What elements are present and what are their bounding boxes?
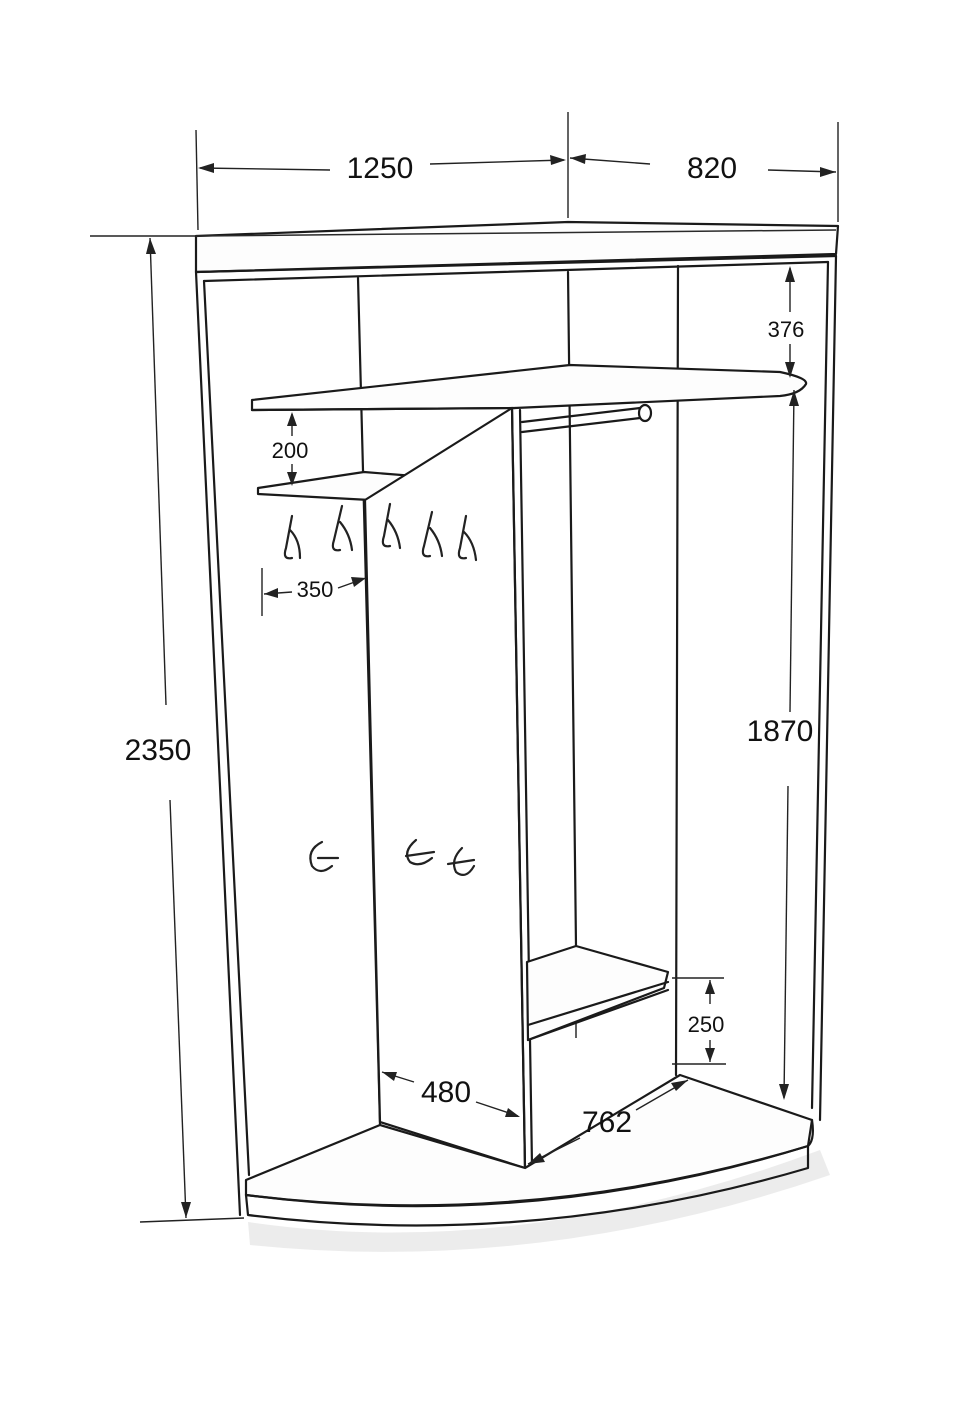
- dimension-1870: 1870: [747, 389, 814, 1100]
- base-panel: [244, 1073, 814, 1227]
- hook-icon: [421, 510, 444, 558]
- left-side-panel: [194, 270, 251, 1217]
- dimension-250: 250: [672, 977, 726, 1065]
- dimension-820: 820: [569, 152, 837, 185]
- dimension-350: 350: [261, 568, 367, 616]
- dim-label-2350: 2350: [125, 734, 192, 767]
- extension-lines: [90, 112, 839, 1223]
- top-panel: [194, 220, 840, 283]
- bottom-inner-shelf: [525, 944, 670, 1042]
- hook-icon: [446, 846, 476, 876]
- hook-icon: [309, 840, 340, 873]
- hook-icon: [404, 838, 436, 866]
- dimension-480: 480: [381, 1071, 520, 1117]
- dim-label-350: 350: [297, 577, 334, 602]
- hook-icon: [457, 514, 478, 562]
- hook-icon: [381, 502, 402, 550]
- dimension-2350: 2350: [125, 237, 192, 1219]
- dimension-1250: 1250: [198, 152, 566, 185]
- floor-shadow: [248, 1150, 830, 1252]
- dim-label-762: 762: [582, 1106, 632, 1139]
- dimension-762: 762: [527, 1079, 689, 1165]
- lower-hooks: [309, 838, 476, 876]
- hook-icon: [331, 504, 354, 552]
- hanging-rail: [520, 403, 653, 434]
- dim-label-250: 250: [688, 1012, 725, 1037]
- dim-label-1870: 1870: [747, 715, 814, 748]
- hook-icon: [283, 514, 302, 560]
- dim-label-1250: 1250: [347, 152, 414, 185]
- dim-label-200: 200: [272, 438, 309, 463]
- dimension-376: 376: [768, 266, 805, 378]
- coat-hooks: [283, 502, 478, 562]
- upper-shelf: [250, 363, 808, 412]
- dim-label-820: 820: [687, 152, 737, 185]
- dim-label-480: 480: [421, 1076, 471, 1109]
- right-side-panel: [810, 254, 838, 1122]
- dimension-200: 200: [272, 412, 309, 486]
- dim-label-376: 376: [768, 317, 805, 342]
